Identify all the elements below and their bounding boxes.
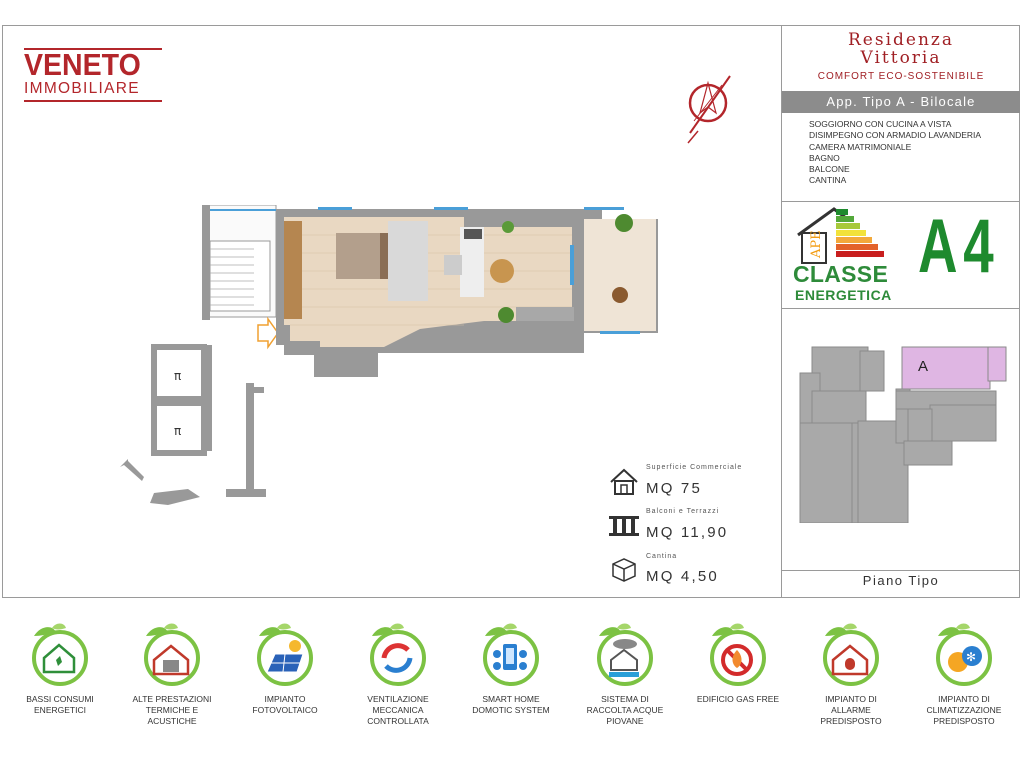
classe-word: CLASSE [793, 261, 889, 287]
right-panel-divider [781, 25, 782, 598]
box-icon [612, 558, 636, 582]
ventilation-icon [370, 623, 426, 686]
divider-floor [781, 570, 1020, 571]
alarm-icon [823, 623, 879, 686]
energetica-word: ENERGETICA [795, 287, 892, 303]
entrance-arrow [257, 316, 279, 350]
solar-panel-icon [257, 623, 313, 686]
svg-text:✻: ✻ [966, 650, 976, 664]
room-item: BALCONE [809, 164, 850, 175]
rainwater-icon [597, 623, 653, 686]
surface-label: Superficie Commerciale [646, 464, 743, 471]
room-item: SOGGIORNO CON CUCINA A VISTA [809, 119, 952, 129]
room-item: DISIMPEGNO CON ARMADIO LAVANDERIA [809, 130, 982, 141]
gas-free-icon [710, 623, 766, 686]
svg-text:π: π [174, 424, 181, 438]
feature-label-line: IMPIANTO [264, 694, 306, 704]
energy-house-graphic: APE [797, 207, 884, 264]
feature-label-line: VENTILAZIONE [367, 694, 429, 704]
svg-text:π: π [174, 369, 181, 383]
feature-label-line: SMART HOME [482, 694, 540, 704]
house-icon [610, 468, 638, 495]
room-item: BAGNO [809, 152, 840, 163]
room-item: CAMERA MATRIMONIALE [809, 141, 912, 152]
feature-label-line: ENERGETICI [34, 705, 86, 715]
unit-a-label: A [918, 358, 928, 375]
feature-label-line: DOMOTIC SYSTEM [472, 705, 550, 715]
feature-label-line: PREDISPOSTO [933, 716, 995, 726]
residence-name-1: Residenza [847, 30, 954, 50]
acoustic-house-icon [144, 623, 200, 686]
feature-label-line: MECCANICA [372, 705, 424, 715]
apartment-floor-plan: π π [120, 205, 658, 505]
feature-label-line: CLIMATIZZAZIONE [926, 705, 1002, 715]
balcony-label: Balconi e Terrazzi [646, 508, 720, 515]
room-item: CANTINA [809, 175, 847, 186]
energy-house-icon [32, 623, 88, 686]
apartment-type-banner: App. Tipo A - Bilocale [782, 91, 1020, 113]
feature-label-line: EDIFICIO GAS FREE [696, 694, 780, 704]
balcony-value: MQ 11,90 [646, 524, 729, 541]
compass-icon [687, 75, 731, 144]
energy-class-value: A4 [918, 204, 1000, 289]
logo-line2: IMMOBILIARE [24, 80, 140, 97]
divider-energy [781, 201, 1020, 202]
feature-item: EDIFICIO GAS FREE [688, 622, 788, 705]
floor-label: Piano Tipo [862, 573, 940, 588]
surface-value: MQ 75 [646, 480, 703, 497]
residence-tagline: COMFORT ECO-SOSTENIBILE [817, 71, 985, 82]
veneto-immobiliare-logo: VENETO IMMOBILIARE [24, 48, 162, 102]
balustrade-icon [609, 516, 639, 536]
feature-label-line: CONTROLLATA [367, 716, 429, 726]
feature-label: EDIFICIO GAS FREE [688, 694, 788, 705]
sheet-frame [2, 25, 1020, 598]
feature-label-line: ACUSTICHE [147, 716, 197, 726]
feature-label-line: PIOVANE [606, 716, 644, 726]
cellar-label: Cantina [646, 553, 678, 560]
logo-line1: VENETO [24, 47, 141, 82]
unit-a-highlight [901, 346, 991, 390]
cellar-value: MQ 4,50 [646, 568, 719, 585]
feature-label-line: SISTEMA DI [601, 694, 649, 704]
feature-label-line: TERMICHE E [145, 705, 199, 715]
residence-name-2: Vittoria [860, 48, 942, 68]
divider-keyplan [781, 308, 1020, 309]
feature-label-line: PREDISPOSTO [820, 716, 882, 726]
smart-home-icon [483, 623, 539, 686]
feature-label-line: RACCOLTA ACQUE [586, 705, 664, 715]
feature-label-line: ALTE PRESTAZIONI [132, 694, 212, 704]
feature-label-line: IMPIANTO DI [938, 694, 990, 704]
room-list: SOGGIORNO CON CUCINA A VISTA DISIMPEGNO … [809, 119, 981, 187]
feature-label-line: BASSI CONSUMI [26, 694, 94, 704]
ape-text: APE [809, 230, 824, 259]
feature-label-line: FOTOVOLTAICO [252, 705, 318, 715]
building-key-plan: A [799, 346, 1007, 523]
feature-label-line: ALLARME [831, 705, 871, 715]
feature-label-line: IMPIANTO DI [825, 694, 877, 704]
climate-icon: ✻ [936, 623, 992, 686]
